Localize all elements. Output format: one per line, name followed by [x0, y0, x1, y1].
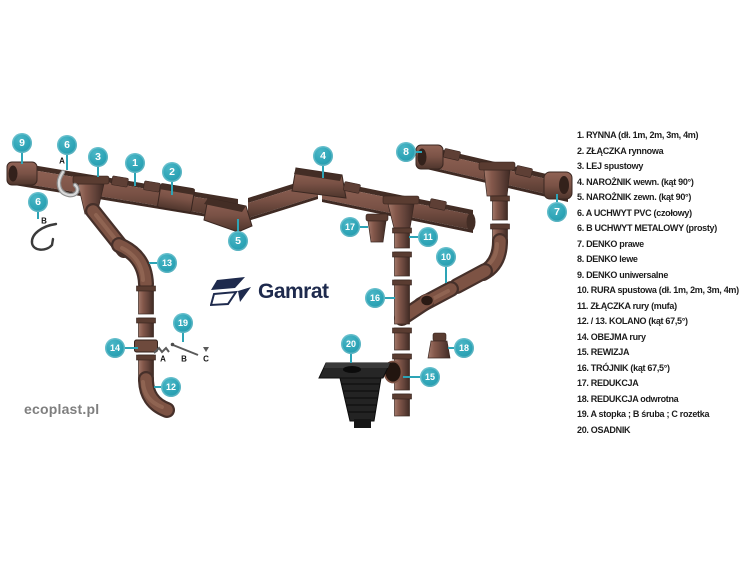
mounting-accessories-19 [153, 342, 209, 356]
callout-8: 8 [396, 142, 416, 162]
letter-label-c: C [203, 354, 209, 364]
downspout-left [85, 203, 175, 418]
gamrat-logo-text: Gamrat [258, 280, 329, 303]
callout-leader-1 [134, 173, 136, 186]
callout-12: 12 [161, 377, 181, 397]
legend-list: 1. RYNNA (dł. 1m, 2m, 3m, 4m) 2. ZŁĄCZKA … [577, 128, 749, 438]
legend-item: 19. A stopka ; B śruba ; C rozetka [577, 409, 710, 419]
legend-item: 6. B UCHWYT METALOWY (prosty) [577, 223, 717, 233]
callout-leader-7 [556, 194, 558, 202]
corner-inner-4 [291, 167, 347, 199]
callout-15: 15 [420, 367, 440, 387]
callout-leader-11 [409, 236, 418, 238]
legend-item: 9. DENKO uniwersalne [577, 269, 669, 280]
reverse-reducer-18 [427, 332, 451, 359]
callout-leader-10 [445, 267, 447, 283]
callout-3: 3 [88, 147, 108, 167]
funnel-topright [478, 161, 516, 197]
callout-11: 11 [418, 227, 438, 247]
gutter-hooks [111, 148, 533, 211]
legend-item: 2. ZŁĄCZKA rynnowa [577, 145, 664, 156]
callout-leader-9 [21, 153, 23, 164]
legend-item: 10. RURA spustowa (dł. 1m, 2m, 3m, 4m) [577, 285, 739, 295]
legend-item: 14. OBEJMA rury [577, 331, 646, 342]
callout-leader-15 [403, 376, 420, 378]
callout-leader-6b [37, 212, 39, 219]
callout-7: 7 [547, 202, 567, 222]
legend-item: 4. NAROŻNIK wewn. (kąt 90°) [577, 176, 694, 187]
legend-item: 17. REDUKCJA [577, 378, 639, 388]
letter-label-b: B [181, 354, 187, 364]
endcap-right-7 [543, 171, 573, 200]
corner-outer-5 [203, 197, 253, 233]
legend-item: 16. TRÓJNIK (kąt 67,5°) [577, 362, 670, 373]
gamrat-logo-icon [210, 277, 251, 307]
callout-1: 1 [125, 153, 145, 173]
endcap-left-8 [415, 144, 444, 170]
callout-6a: 6 [57, 135, 77, 155]
gamrat-logo: Gamrat [210, 275, 329, 309]
legend-item: 20. OSADNIK [577, 424, 631, 435]
tee-16 [394, 279, 410, 325]
callout-leader-12 [154, 386, 161, 388]
callout-leader-6a [66, 155, 68, 170]
legend-item: 5. NAROŻNIK zewn. (kąt 90°) [577, 192, 692, 202]
callout-2: 2 [162, 162, 182, 182]
callout-9: 9 [12, 133, 32, 153]
callout-18: 18 [454, 338, 474, 358]
sediment-trap-20 [318, 362, 391, 428]
gutter-connector-2 [157, 183, 195, 213]
letter-label-a: A [160, 354, 166, 364]
callout-leader-20 [350, 354, 352, 363]
reducer-17 [365, 213, 389, 243]
callout-leader-4 [322, 166, 324, 178]
callout-leader-19 [182, 333, 184, 342]
downspout-middle [383, 227, 435, 417]
callout-leader-3 [97, 167, 99, 177]
letter-label-a: A [59, 156, 65, 166]
letter-label-b: B [41, 216, 47, 226]
legend-item: 6. A UCHWYT PVC (czołowy) [577, 207, 692, 218]
callout-13: 13 [157, 253, 177, 273]
callout-leader-14 [125, 347, 138, 349]
legend-item: 15. REWIZJA [577, 347, 630, 357]
callout-4: 4 [313, 146, 333, 166]
watermark-text: ecoplast.pl [24, 401, 100, 417]
pvc-hook-6a [56, 169, 80, 198]
legend-item: 8. DENKO lewe [577, 254, 638, 264]
legend-item: 11. ZŁĄCZKA rury (mufa) [577, 300, 677, 311]
callout-20: 20 [341, 334, 361, 354]
legend-item: 12. / 13. KOLANO (kąt 67,5°) [577, 316, 688, 326]
callout-16: 16 [365, 288, 385, 308]
endcap-universal-9 [6, 161, 38, 186]
callout-leader-13 [149, 262, 157, 264]
gutter-run-left [14, 162, 238, 222]
callout-10: 10 [436, 247, 456, 267]
callout-leader-8 [416, 151, 422, 153]
legend-item: 3. LEJ spustowy [577, 161, 644, 171]
callout-leader-17 [360, 226, 368, 228]
legend-item: 7. DENKO prawe [577, 238, 644, 249]
metal-hook-6b [30, 222, 58, 251]
callout-leader-5 [237, 219, 239, 231]
callout-17: 17 [340, 217, 360, 237]
callout-5: 5 [228, 231, 248, 251]
legend-item: 1. RYNNA (dł. 1m, 2m, 3m, 4m) [577, 130, 699, 140]
callout-leader-16 [385, 297, 395, 299]
callout-leader-2 [171, 182, 173, 195]
callout-6b: 6 [28, 192, 48, 212]
funnel-middle [382, 195, 420, 229]
pipe-clamp-14 [134, 339, 158, 353]
legend-item: 18. REDUKCJA odwrotna [577, 393, 679, 404]
callout-leader-18 [448, 347, 454, 349]
callout-19: 19 [173, 313, 193, 333]
callout-14: 14 [105, 338, 125, 358]
